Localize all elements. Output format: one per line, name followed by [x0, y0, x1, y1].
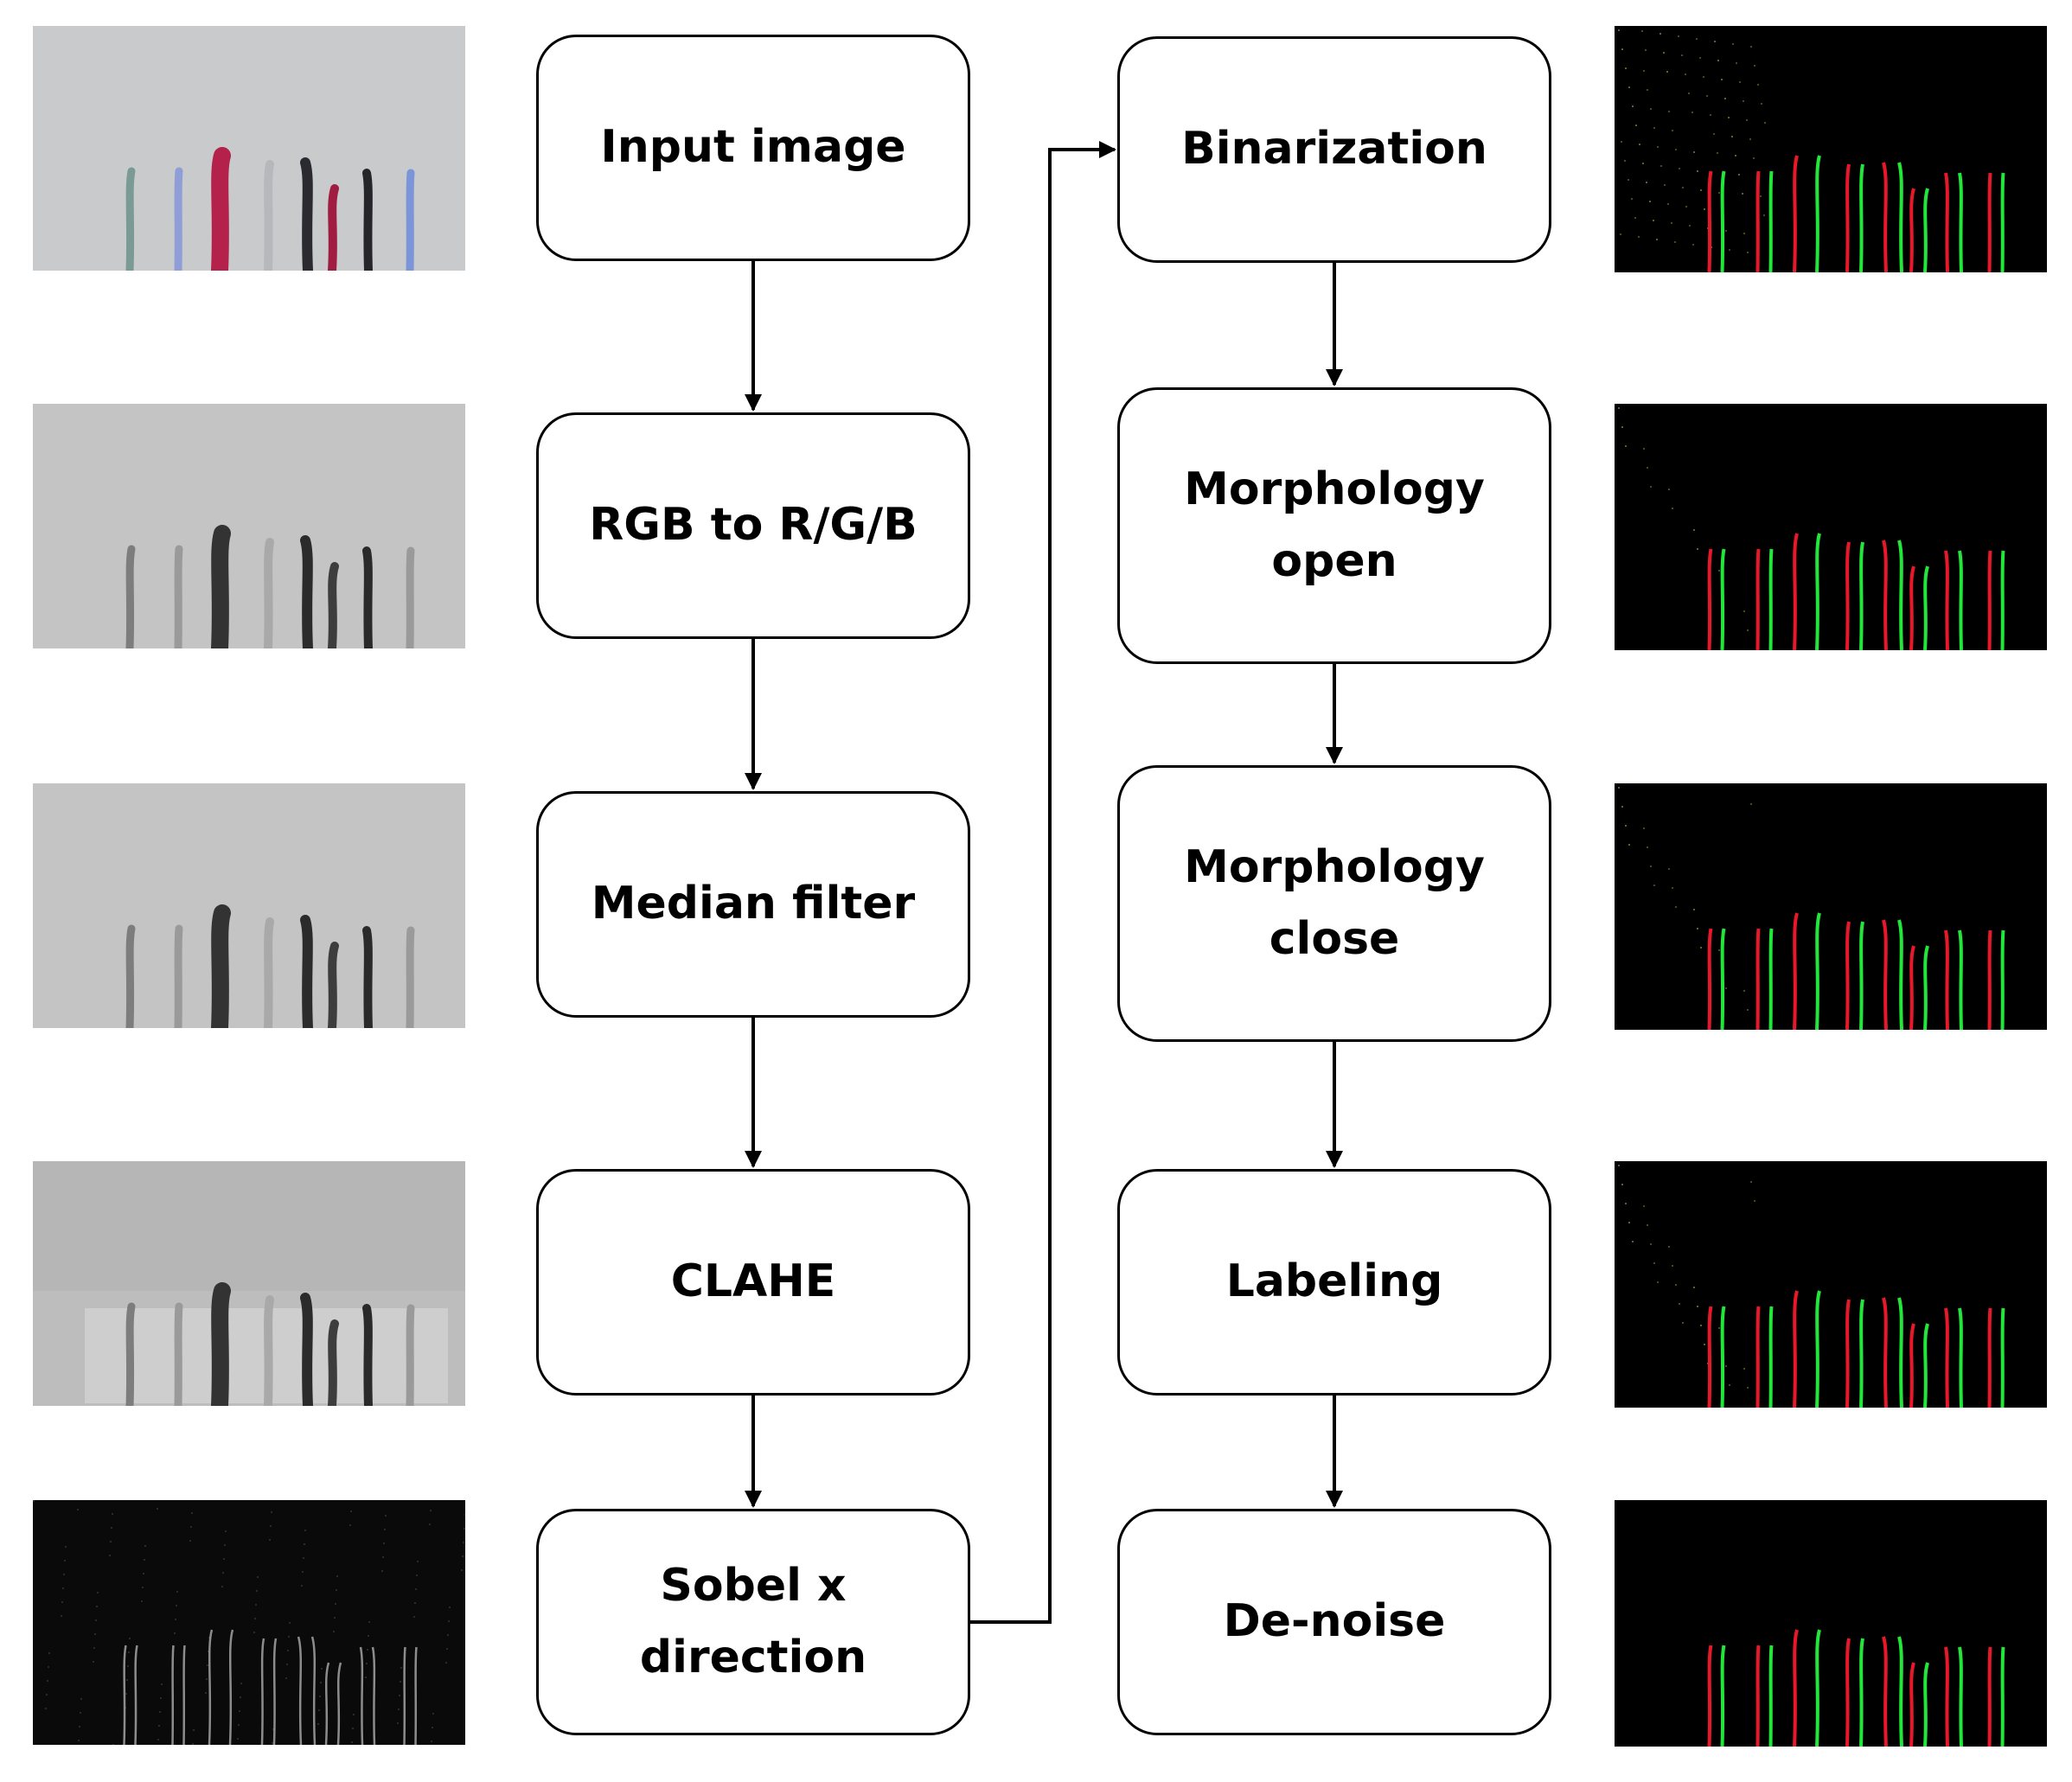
step-label: Sobel x direction [639, 1559, 867, 1683]
wire [264, 160, 274, 271]
wire [211, 904, 231, 1028]
wire [328, 562, 339, 648]
wire [406, 169, 415, 271]
wire [211, 1282, 231, 1406]
step-morphology-open: Morphology open [1117, 387, 1551, 664]
thumbnail-de-noise [1615, 1500, 2047, 1747]
binary-noisy-thumbnail [1615, 26, 2047, 272]
step-de-noise: De-noise [1117, 1509, 1551, 1735]
thumbnail-morphology-close [1615, 783, 2047, 1030]
thumbnail-rgb-to-rgb [33, 404, 465, 648]
wire [406, 546, 415, 648]
wire [264, 1295, 274, 1406]
wire [328, 184, 339, 271]
gray-median-thumbnail [33, 783, 465, 1028]
wire [362, 1304, 373, 1406]
wire [362, 926, 373, 1028]
wire [174, 1302, 183, 1406]
step-clahe: CLAHE [536, 1169, 970, 1396]
binary-close-thumbnail [1615, 783, 2047, 1030]
thumbnail-clahe [33, 1161, 465, 1406]
step-morphology-close: Morphology close [1117, 765, 1551, 1042]
step-label: RGB to R/G/B [589, 499, 918, 552]
wire [362, 169, 373, 271]
wire [406, 926, 415, 1028]
wire [300, 535, 313, 648]
arrow-sobel-to-binarization [970, 141, 1116, 1624]
step-label: Median filter [591, 878, 916, 930]
wire [125, 167, 136, 271]
step-sobel-x: Sobel x direction [536, 1509, 970, 1735]
wire [211, 525, 231, 648]
binary-labeled-thumbnail [1615, 1161, 2047, 1408]
step-label: Morphology close [1184, 840, 1485, 965]
step-labeling: Labeling [1117, 1169, 1551, 1396]
wire [328, 942, 339, 1028]
wire [406, 1304, 415, 1406]
color-photo-thumbnail [33, 26, 465, 271]
binary-clean-thumbnail [1615, 1500, 2047, 1747]
wire [328, 1319, 339, 1406]
wire [300, 915, 313, 1028]
step-label: Labeling [1225, 1255, 1443, 1308]
step-binarization: Binarization [1117, 36, 1551, 263]
wire [300, 157, 313, 271]
step-label: Input image [600, 121, 906, 174]
step-median-filter: Median filter [536, 791, 970, 1018]
wire [174, 924, 183, 1028]
thumbnail-binarization [1615, 26, 2047, 272]
thumbnail-morphology-open [1615, 404, 2047, 650]
wire [362, 546, 373, 648]
wire [125, 545, 136, 648]
wire [125, 1302, 136, 1406]
thumbnail-median-filter [33, 783, 465, 1028]
thumbnail-input-image [33, 26, 465, 271]
binary-open-thumbnail [1615, 404, 2047, 650]
wire [125, 924, 136, 1028]
gray-clahe-thumbnail [33, 1161, 465, 1406]
gray-channel-thumbnail [33, 404, 465, 648]
step-input-image: Input image [536, 35, 970, 261]
wire [264, 538, 274, 648]
step-label: CLAHE [670, 1255, 836, 1308]
thumbnail-labeling [1615, 1161, 2047, 1408]
wire [264, 917, 274, 1028]
wire [174, 545, 183, 648]
sobel-edges-thumbnail [33, 1500, 465, 1745]
wire [211, 147, 231, 271]
step-label: Morphology open [1184, 463, 1485, 587]
step-label: Binarization [1181, 123, 1487, 176]
wire [174, 167, 183, 271]
thumbnail-sobel [33, 1500, 465, 1745]
wire [300, 1293, 313, 1406]
step-rgb-split: RGB to R/G/B [536, 412, 970, 639]
step-label: De-noise [1223, 1595, 1446, 1648]
